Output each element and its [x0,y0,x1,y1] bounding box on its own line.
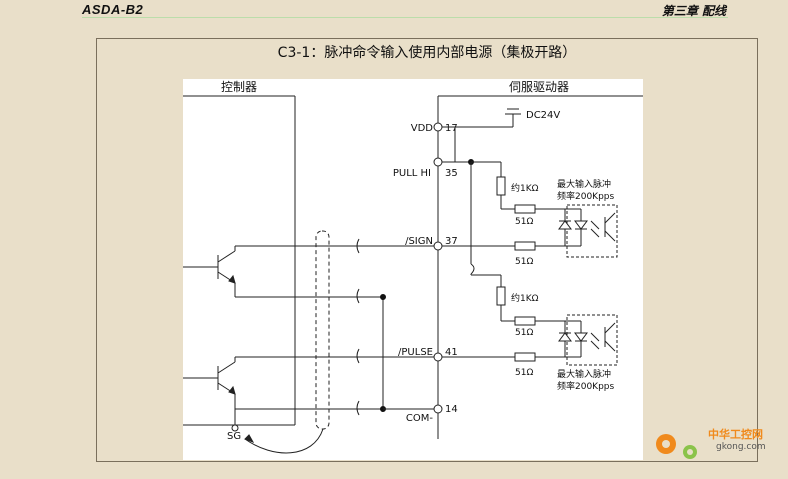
svg-text:COM-: COM- [406,413,433,424]
figure-frame [96,38,758,462]
figure-caption: C3-1：脉冲命令输入使用内部电源（集极开路） [277,45,577,61]
pin-sign: /SIGN 37 [405,236,458,251]
svg-text:51Ω: 51Ω [515,328,533,338]
controller-label: 控制器 [221,80,257,94]
svg-text:最大输入脉冲: 最大输入脉冲 [557,368,611,380]
product-logo: ASDA-B2 [82,2,144,17]
pin-pullhi: PULL HI 35 [393,157,458,179]
resistor-1k-top: 约1KΩ [511,182,539,194]
transistor-pulse [183,356,438,410]
svg-text:17: 17 [445,123,458,134]
svg-text:PULL HI: PULL HI [393,168,431,179]
chapter-title: 第三章 配线 [661,4,726,18]
sg-label: SG [227,431,241,442]
svg-text:频率200Kpps: 频率200Kpps [557,380,615,392]
svg-text:41: 41 [445,347,458,358]
svg-text:/SIGN: /SIGN [405,236,433,247]
header-rule [82,17,728,18]
svg-text:35: 35 [445,168,458,179]
svg-text:/PULSE: /PULSE [398,347,433,358]
watermark-title: 中华工控网 [708,428,763,441]
pin-vdd: VDD 17 [411,122,458,134]
transistor-sign [183,245,438,298]
wiring-diagram: 控制器 伺服驱动器 SG [183,79,643,460]
cable-shield [315,230,330,430]
drive-label: 伺服驱动器 [509,80,569,94]
watermark-url: gkong.com [716,442,766,452]
sg-return [244,428,324,454]
resistor-1k-bottom: 约1KΩ [511,292,539,304]
optocoupler-1 [566,204,618,258]
gear-icon [656,434,697,459]
svg-text:51Ω: 51Ω [515,217,533,227]
svg-text:51Ω: 51Ω [515,368,533,378]
svg-text:14: 14 [445,404,458,415]
svg-text:VDD: VDD [411,123,434,134]
svg-text:最大输入脉冲: 最大输入脉冲 [557,178,611,190]
svg-text:37: 37 [445,236,458,247]
pin-pulse: /PULSE 41 [398,347,458,362]
svg-text:51Ω: 51Ω [515,257,533,267]
dc24v-label: DC24V [526,110,560,121]
pin-com: COM- 14 [406,404,458,424]
svg-text:频率200Kpps: 频率200Kpps [557,190,615,202]
